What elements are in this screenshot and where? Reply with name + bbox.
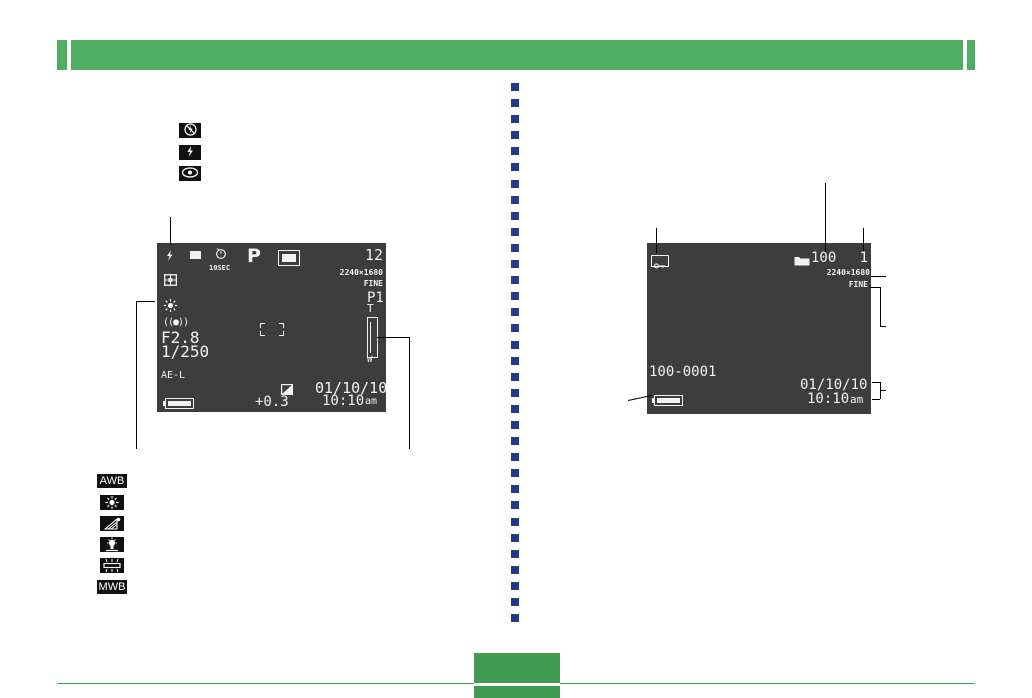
shake-warning-icon: ((●))	[163, 317, 189, 328]
self-timer-label: 10SEC	[209, 264, 231, 272]
record-mode-screen: 10SEC P 12 2240×1680 FINE ((●)) F2.8 1/2…	[157, 243, 388, 412]
callout-resolution-line	[871, 276, 886, 277]
callout-date-stub	[880, 390, 886, 391]
callout-folder-line	[825, 183, 826, 252]
exposure-compensation-value: +0.3	[255, 394, 289, 410]
callout-wb-hline	[136, 301, 155, 302]
callout-protect-line	[656, 228, 657, 253]
metering-mode-icon	[164, 274, 177, 286]
quality-label: FINE	[848, 280, 868, 289]
callout-zoom-hline	[377, 337, 409, 338]
battery-terminal	[652, 398, 654, 403]
section-header-bar	[57, 40, 975, 70]
battery-terminal	[163, 401, 165, 406]
shade-icon	[100, 516, 124, 531]
callout-quality-vline	[880, 287, 881, 326]
remaining-shots: 12	[364, 246, 383, 264]
tungsten-icon	[100, 537, 124, 552]
program-shift-label: P1	[367, 290, 384, 306]
time-value: 10:10	[322, 393, 365, 409]
white-balance-daylight-icon	[164, 299, 177, 312]
column-divider	[511, 83, 520, 643]
callout-quality-hline2	[880, 326, 886, 327]
battery-icon	[165, 398, 194, 409]
aperture-value: F2.8	[161, 328, 200, 347]
resolution-label: 2240×1680	[339, 268, 383, 277]
resolution-label: 2240×1680	[826, 268, 870, 277]
callout-flash-line	[170, 217, 171, 245]
date-value: 01/10/10	[800, 377, 868, 393]
ae-lock-label: AE-L	[161, 370, 186, 381]
folder-number: 100	[811, 250, 837, 266]
continuous-shutter-icon	[190, 251, 201, 259]
protect-key-icon	[651, 255, 669, 269]
file-name: 100-0001	[649, 364, 717, 380]
file-number: 1	[859, 250, 868, 266]
callout-file-number-line	[863, 228, 864, 251]
folder-icon	[794, 257, 810, 266]
self-timer-icon	[216, 248, 226, 259]
zoom-wide-label: W	[367, 355, 373, 365]
flash-off-icon	[179, 123, 201, 138]
ampm-value: am	[850, 393, 864, 406]
page-box-gap	[474, 683, 560, 686]
image-size-icon	[278, 250, 300, 266]
battery-icon	[654, 395, 683, 406]
flash-on-icon	[179, 145, 201, 160]
exposure-compensation-icon	[281, 384, 293, 395]
record-mode-label: P	[247, 245, 261, 267]
callout-quality-hline1	[870, 287, 880, 288]
header-left-stripe	[67, 40, 71, 70]
date-value: 01/10/10	[315, 379, 388, 397]
callout-date-top	[872, 382, 880, 383]
time-value: 10:10	[807, 391, 850, 407]
quality-label: FINE	[363, 279, 383, 288]
callout-wb-vline	[136, 301, 137, 449]
callout-date-bottom	[872, 399, 880, 400]
red-eye-icon	[179, 166, 201, 181]
callout-zoom-vline	[409, 337, 410, 449]
header-right-stripe	[963, 40, 967, 70]
awb-icon: AWB	[97, 474, 127, 488]
daylight-icon	[100, 495, 124, 510]
shutter-speed-value: 1/250	[161, 342, 210, 361]
page-number-box	[474, 653, 560, 698]
ampm-value: am	[365, 396, 378, 407]
fluorescent-icon	[100, 558, 124, 573]
playback-screen: 100 1 2240×1680 FINE 100-0001 01/10/10 1…	[647, 243, 871, 414]
flash-on-icon	[167, 250, 173, 261]
zoom-tele-label: T	[367, 302, 374, 315]
mwb-icon: MWB	[97, 580, 127, 594]
focus-frame	[260, 323, 284, 336]
